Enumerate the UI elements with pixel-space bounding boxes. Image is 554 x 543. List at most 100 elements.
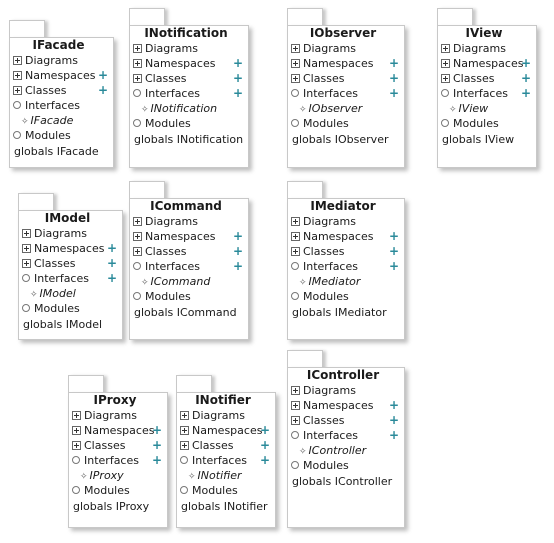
row-modules[interactable]: Modules [72, 483, 164, 498]
interface-item[interactable]: ✧ICommand [133, 274, 245, 289]
add-icon[interactable]: + [106, 241, 117, 255]
add-icon[interactable]: + [232, 244, 243, 258]
expand-box-icon[interactable] [133, 43, 142, 53]
row-modules[interactable]: Modules [133, 289, 245, 304]
row-classes[interactable]: Classes+ [291, 71, 401, 86]
expand-box-icon[interactable] [291, 216, 300, 226]
globals-label[interactable]: globals IModel [23, 318, 103, 331]
expand-box-icon[interactable] [291, 43, 300, 53]
row-interfaces[interactable]: Interfaces+ [72, 453, 164, 468]
row-interfaces[interactable]: Interfaces+ [133, 86, 245, 101]
row-namespaces[interactable]: Namespaces+ [180, 423, 272, 438]
row-classes[interactable]: Classes+ [291, 244, 401, 259]
row-classes[interactable]: Classes+ [22, 256, 119, 271]
expand-box-icon[interactable] [291, 246, 300, 256]
add-icon[interactable]: + [388, 259, 399, 273]
add-icon[interactable]: + [106, 256, 117, 270]
interface-item[interactable]: ✧IModel [22, 286, 119, 301]
add-icon[interactable]: + [388, 86, 399, 100]
expand-box-icon[interactable] [13, 85, 22, 95]
row-diagrams[interactable]: Diagrams [22, 226, 119, 241]
add-icon[interactable]: + [232, 229, 243, 243]
interface-circle-icon[interactable] [72, 456, 80, 464]
interface-item[interactable]: ✧IMediator [291, 274, 401, 289]
row-namespaces[interactable]: Namespaces+ [291, 398, 401, 413]
add-icon[interactable]: + [520, 56, 531, 70]
add-icon[interactable]: + [106, 271, 117, 285]
add-icon[interactable]: + [388, 428, 399, 442]
expand-box-icon[interactable] [13, 70, 22, 80]
globals-label[interactable]: globals IProxy [73, 500, 150, 513]
row-diagrams[interactable]: Diagrams [133, 214, 245, 229]
expand-box-icon[interactable] [133, 246, 142, 256]
globals-label[interactable]: globals IController [292, 475, 393, 488]
interface-item[interactable]: ✧IObserver [291, 101, 401, 116]
expand-box-icon[interactable] [291, 231, 300, 241]
expand-box-icon[interactable] [441, 58, 450, 68]
add-icon[interactable]: + [520, 86, 531, 100]
row-interfaces[interactable]: Interfaces+ [22, 271, 119, 286]
row-diagrams[interactable]: Diagrams [291, 41, 401, 56]
row-modules[interactable]: Modules [180, 483, 272, 498]
row-modules[interactable]: Modules [291, 116, 401, 131]
expand-box-icon[interactable] [291, 73, 300, 83]
add-icon[interactable]: + [151, 423, 162, 437]
row-diagrams[interactable]: Diagrams [13, 53, 110, 68]
globals-label[interactable]: globals IObserver [292, 133, 389, 146]
add-icon[interactable]: + [232, 259, 243, 273]
row-classes[interactable]: Classes+ [72, 438, 164, 453]
row-interfaces[interactable]: Interfaces+ [180, 453, 272, 468]
add-icon[interactable]: + [232, 56, 243, 70]
expand-box-icon[interactable] [22, 228, 31, 238]
globals-label[interactable]: globals ICommand [134, 306, 237, 319]
expand-box-icon[interactable] [133, 73, 142, 83]
add-icon[interactable]: + [151, 438, 162, 452]
expand-box-icon[interactable] [133, 58, 142, 68]
interface-circle-icon[interactable] [291, 89, 299, 97]
row-interfaces[interactable]: Interfaces [13, 98, 110, 113]
globals-label[interactable]: globals IMediator [292, 306, 387, 319]
row-interfaces[interactable]: Interfaces+ [133, 259, 245, 274]
interface-item[interactable]: ✧IProxy [72, 468, 164, 483]
row-interfaces[interactable]: Interfaces+ [291, 259, 401, 274]
expand-box-icon[interactable] [72, 410, 81, 420]
row-namespaces[interactable]: Namespaces+ [22, 241, 119, 256]
row-classes[interactable]: Classes+ [441, 71, 533, 86]
row-modules[interactable]: Modules [291, 289, 401, 304]
expand-box-icon[interactable] [180, 440, 189, 450]
add-icon[interactable]: + [259, 453, 270, 467]
row-classes[interactable]: Classes+ [180, 438, 272, 453]
add-icon[interactable]: + [388, 413, 399, 427]
row-modules[interactable]: Modules [22, 301, 119, 316]
interface-item[interactable]: ✧INotifier [180, 468, 272, 483]
row-namespaces[interactable]: Namespaces+ [72, 423, 164, 438]
row-modules[interactable]: Modules [291, 458, 401, 473]
row-modules[interactable]: Modules [13, 128, 110, 143]
add-icon[interactable]: + [388, 56, 399, 70]
globals-label[interactable]: globals IFacade [14, 145, 99, 158]
row-namespaces[interactable]: Namespaces+ [291, 229, 401, 244]
globals-label[interactable]: globals IView [442, 133, 515, 146]
row-diagrams[interactable]: Diagrams [291, 214, 401, 229]
expand-box-icon[interactable] [133, 216, 142, 226]
row-diagrams[interactable]: Diagrams [441, 41, 533, 56]
interface-circle-icon[interactable] [22, 274, 30, 282]
row-diagrams[interactable]: Diagrams [133, 41, 245, 56]
add-icon[interactable]: + [388, 244, 399, 258]
add-icon[interactable]: + [259, 423, 270, 437]
expand-box-icon[interactable] [291, 400, 300, 410]
row-classes[interactable]: Classes+ [133, 244, 245, 259]
interface-circle-icon[interactable] [133, 262, 141, 270]
interface-item[interactable]: ✧IController [291, 443, 401, 458]
row-classes[interactable]: Classes+ [291, 413, 401, 428]
row-namespaces[interactable]: Namespaces+ [441, 56, 533, 71]
row-classes[interactable]: Classes+ [13, 83, 110, 98]
